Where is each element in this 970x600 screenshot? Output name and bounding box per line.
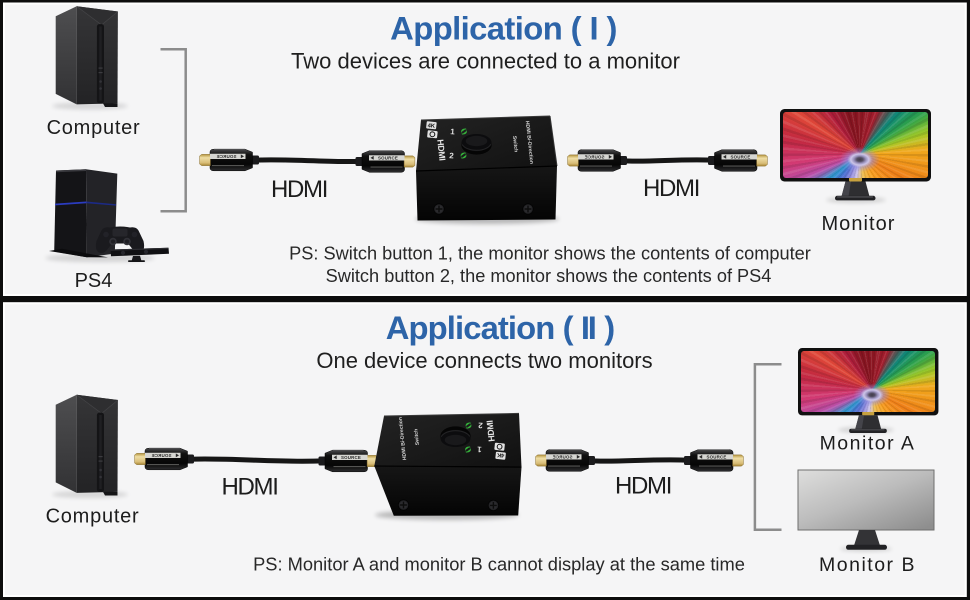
svg-text:Switch button 2, the monitor s: Switch button 2, the monitor shows the c…	[326, 266, 772, 286]
svg-text:HDMI: HDMI	[221, 474, 277, 501]
svg-text:Application ( I ): Application ( I )	[390, 10, 617, 47]
svg-text:HDMI: HDMI	[615, 473, 671, 500]
svg-text:PS: Switch button 1, the monit: PS: Switch button 1, the monitor shows t…	[289, 244, 811, 264]
svg-text:Computer: Computer	[47, 117, 141, 139]
svg-text:Computer: Computer	[46, 506, 140, 528]
svg-text:HDMI: HDMI	[271, 176, 327, 203]
svg-text:PS: Monitor A and monitor B ca: PS: Monitor A and monitor B cannot displ…	[253, 554, 745, 575]
svg-text:PS4: PS4	[75, 270, 113, 292]
svg-text:Monitor B: Monitor B	[819, 554, 916, 576]
svg-text:One device connects two monito: One device connects two monitors	[316, 348, 652, 373]
svg-text:Monitor A: Monitor A	[820, 433, 916, 455]
svg-text:Two devices are connected to a: Two devices are connected to a monitor	[291, 48, 680, 73]
svg-text:Monitor: Monitor	[821, 213, 895, 235]
svg-text:Application ( II ): Application ( II )	[386, 309, 614, 346]
svg-text:HDMI: HDMI	[643, 175, 699, 202]
